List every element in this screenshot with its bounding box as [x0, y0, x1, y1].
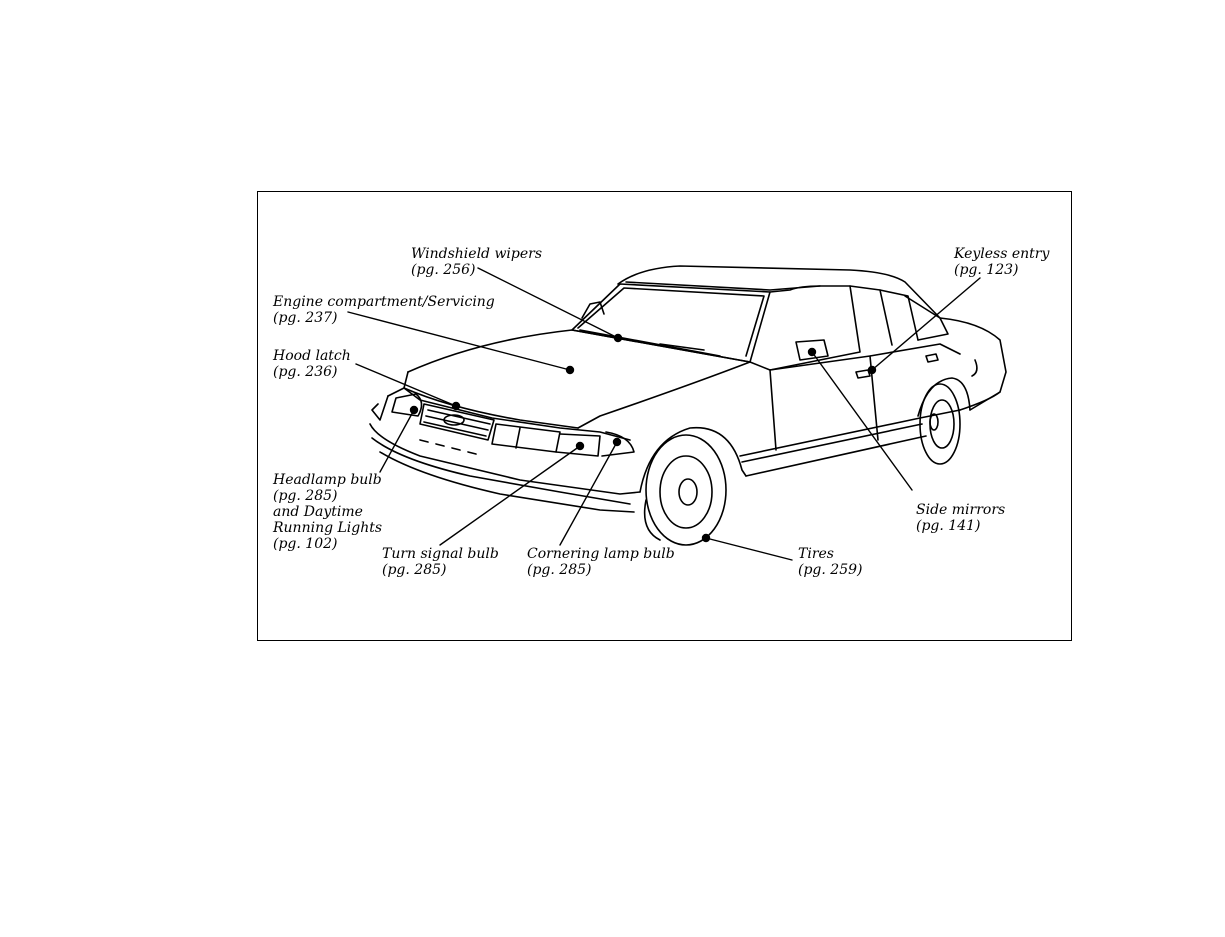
callout-name: Headlamp bulb — [273, 472, 382, 488]
front-tire — [645, 435, 726, 545]
callout-headlamp-bulb: Headlamp bulb (pg. 285) and Daytime Runn… — [273, 472, 382, 552]
callout-name: and Daytime — [273, 504, 382, 520]
callout-name: Keyless entry — [954, 246, 1049, 262]
callout-page: (pg. 285) — [273, 488, 382, 504]
callout-name: Running Lights — [273, 520, 382, 536]
callout-name: Side mirrors — [916, 502, 1005, 518]
callout-name: Cornering lamp bulb — [527, 546, 675, 562]
callout-page: (pg. 236) — [273, 364, 351, 380]
callout-name: Tires — [798, 546, 862, 562]
callout-engine-compartment: Engine compartment/Servicing (pg. 237) — [273, 294, 495, 326]
callout-side-mirrors: Side mirrors (pg. 141) — [916, 502, 1005, 534]
callout-page: (pg. 123) — [954, 262, 1049, 278]
callout-cornering-lamp-bulb: Cornering lamp bulb (pg. 285) — [527, 546, 675, 578]
callout-page: (pg. 141) — [916, 518, 1005, 534]
callout-turn-signal-bulb: Turn signal bulb (pg. 285) — [382, 546, 499, 578]
callout-page: (pg. 237) — [273, 310, 495, 326]
callout-name: Windshield wipers — [411, 246, 542, 262]
callout-name: Hood latch — [273, 348, 351, 364]
callout-hood-latch: Hood latch (pg. 236) — [273, 348, 351, 380]
callout-page: (pg. 102) — [273, 536, 382, 552]
callout-page: (pg. 259) — [798, 562, 862, 578]
callout-keyless-entry: Keyless entry (pg. 123) — [954, 246, 1049, 278]
callout-name: Turn signal bulb — [382, 546, 499, 562]
callout-page: (pg. 256) — [411, 262, 542, 278]
callout-windshield-wipers: Windshield wipers (pg. 256) — [411, 246, 542, 278]
rear-tire — [920, 384, 960, 464]
callout-tires: Tires (pg. 259) — [798, 546, 862, 578]
callout-page: (pg. 285) — [527, 562, 675, 578]
callout-page: (pg. 285) — [382, 562, 499, 578]
callout-name: Engine compartment/Servicing — [273, 294, 495, 310]
